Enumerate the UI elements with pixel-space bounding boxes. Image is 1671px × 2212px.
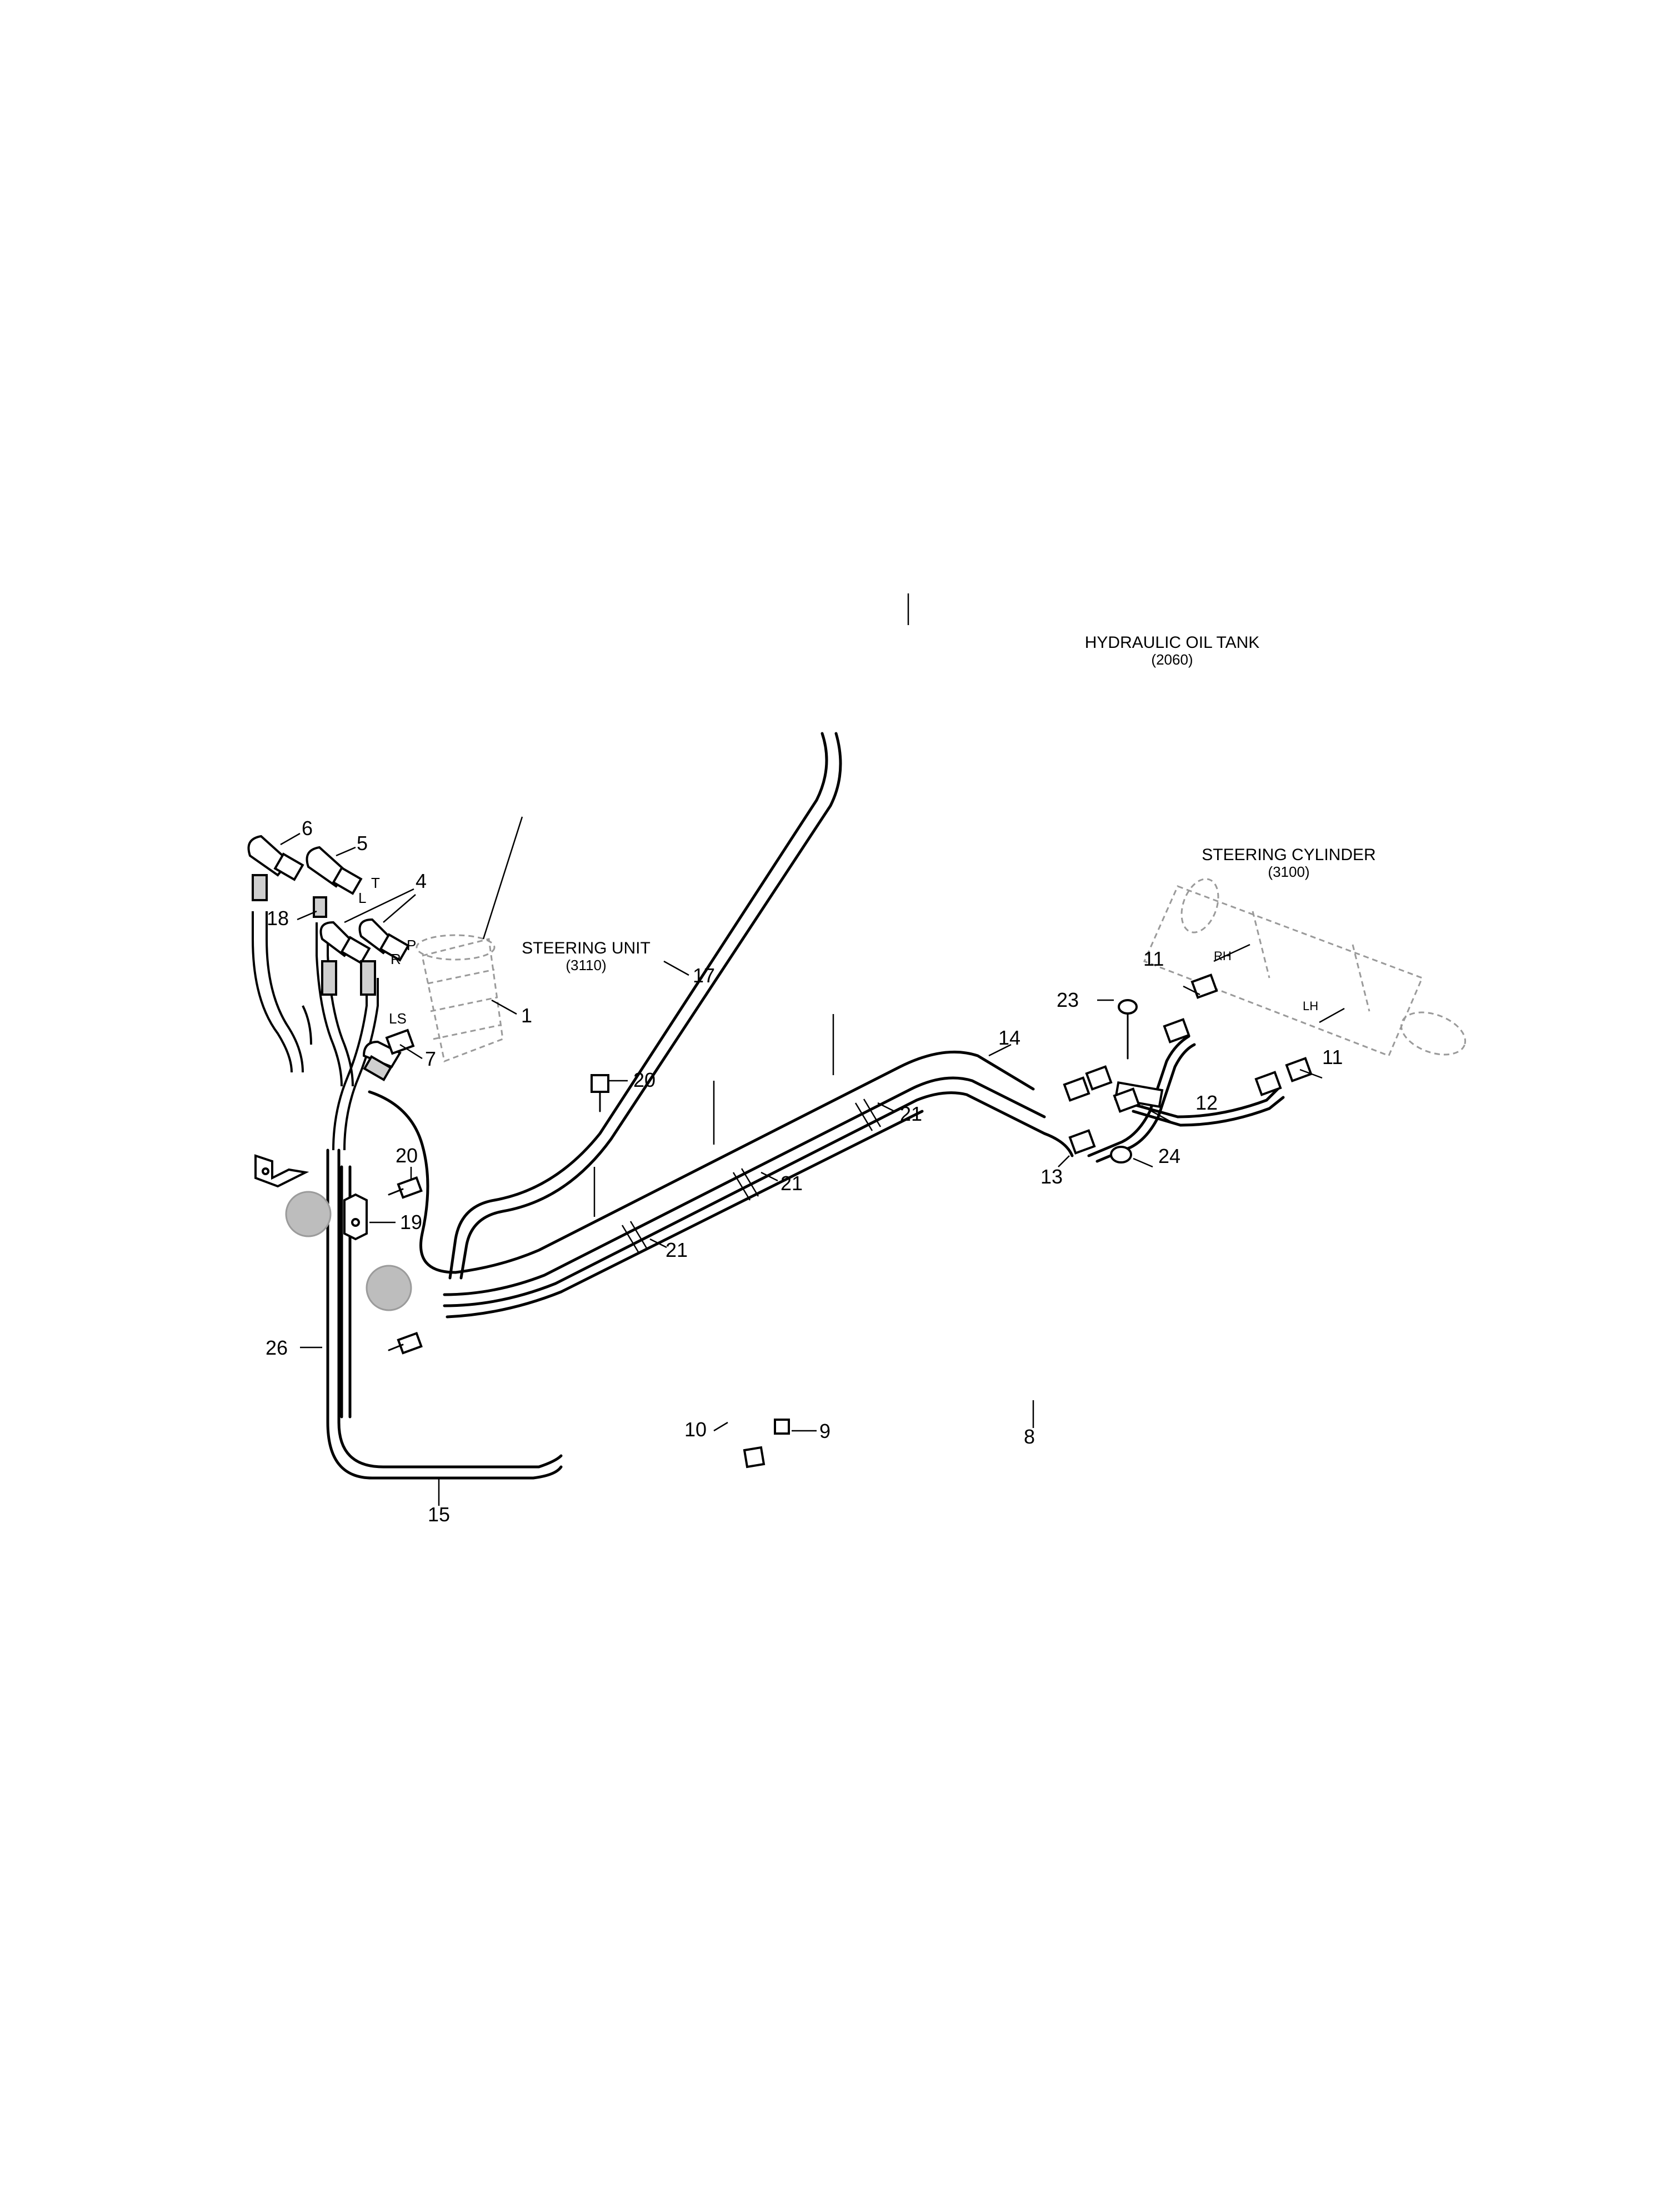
callout-23: 23: [1057, 988, 1079, 1011]
port-T: T: [371, 875, 380, 891]
callout-15: 15: [428, 1503, 450, 1526]
main-pipes: [368, 732, 1074, 1319]
callout-9: 9: [819, 1420, 831, 1442]
callout-8: 8: [1024, 1425, 1035, 1448]
hydraulic-oil-tank-label: HYDRAULIC OIL TANK (2060): [1085, 633, 1260, 668]
port-LH: LH: [1303, 999, 1318, 1013]
callout-21: 21: [900, 1102, 922, 1125]
steering-unit-name: STEERING UNIT: [522, 939, 651, 957]
callout-12: 12: [1195, 1091, 1218, 1114]
cylinder-end-fittings: [1063, 973, 1313, 1164]
callout-24: 24: [1158, 1145, 1180, 1167]
callout-10: 10: [684, 1418, 707, 1441]
port-R: R: [391, 951, 401, 967]
leader-lines: [280, 832, 1345, 1506]
highlight-marker: [366, 1265, 412, 1311]
callout-4: 4: [416, 870, 427, 892]
port-LS: LS: [389, 1010, 407, 1027]
steering-cylinder-ref: (3100): [1268, 863, 1309, 880]
callout-18: 18: [267, 907, 289, 930]
callout-14: 14: [998, 1026, 1020, 1049]
callout-21: 21: [781, 1172, 803, 1195]
hydraulic-tank-name: HYDRAULIC OIL TANK: [1085, 633, 1260, 652]
callout-6: 6: [302, 817, 313, 840]
callout-numbers: 6 5 4 18 1 7 17 20 20 19 26 15 21 21 21 …: [266, 817, 1343, 1526]
port-RH: RH: [1214, 949, 1232, 963]
steering-cylinder-ghost: STEERING CYLINDER (3100): [1143, 846, 1467, 1057]
steering-unit-ref: (3110): [566, 957, 606, 973]
callout-26: 26: [266, 1336, 288, 1359]
left-fittings: [247, 835, 415, 1081]
steering-unit-ghost: STEERING UNIT (3110): [416, 816, 651, 1063]
steering-cylinder-name: STEERING CYLINDER: [1202, 846, 1375, 864]
callout-13: 13: [1040, 1165, 1063, 1188]
callout-20: 20: [633, 1068, 656, 1091]
callout-17: 17: [693, 964, 715, 987]
vertical-pipes: [326, 1149, 563, 1480]
callout-20: 20: [396, 1144, 418, 1167]
callout-5: 5: [357, 832, 368, 855]
callout-11: 11: [1143, 947, 1164, 970]
callout-1: 1: [521, 1004, 532, 1027]
brackets-and-bolts: [254, 1074, 790, 1469]
hydraulic-tank-ref: (2060): [1151, 651, 1193, 668]
callout-11: 11: [1322, 1046, 1343, 1068]
port-L: L: [358, 890, 366, 906]
pipe-break-marks: [593, 1014, 882, 1254]
callout-19: 19: [400, 1211, 422, 1234]
highlight-marker: [285, 1191, 332, 1237]
callout-7: 7: [425, 1047, 436, 1070]
port-labels: T L P R LS RH LH: [358, 875, 1318, 1027]
port-P: P: [407, 937, 416, 953]
callout-21: 21: [666, 1239, 688, 1261]
